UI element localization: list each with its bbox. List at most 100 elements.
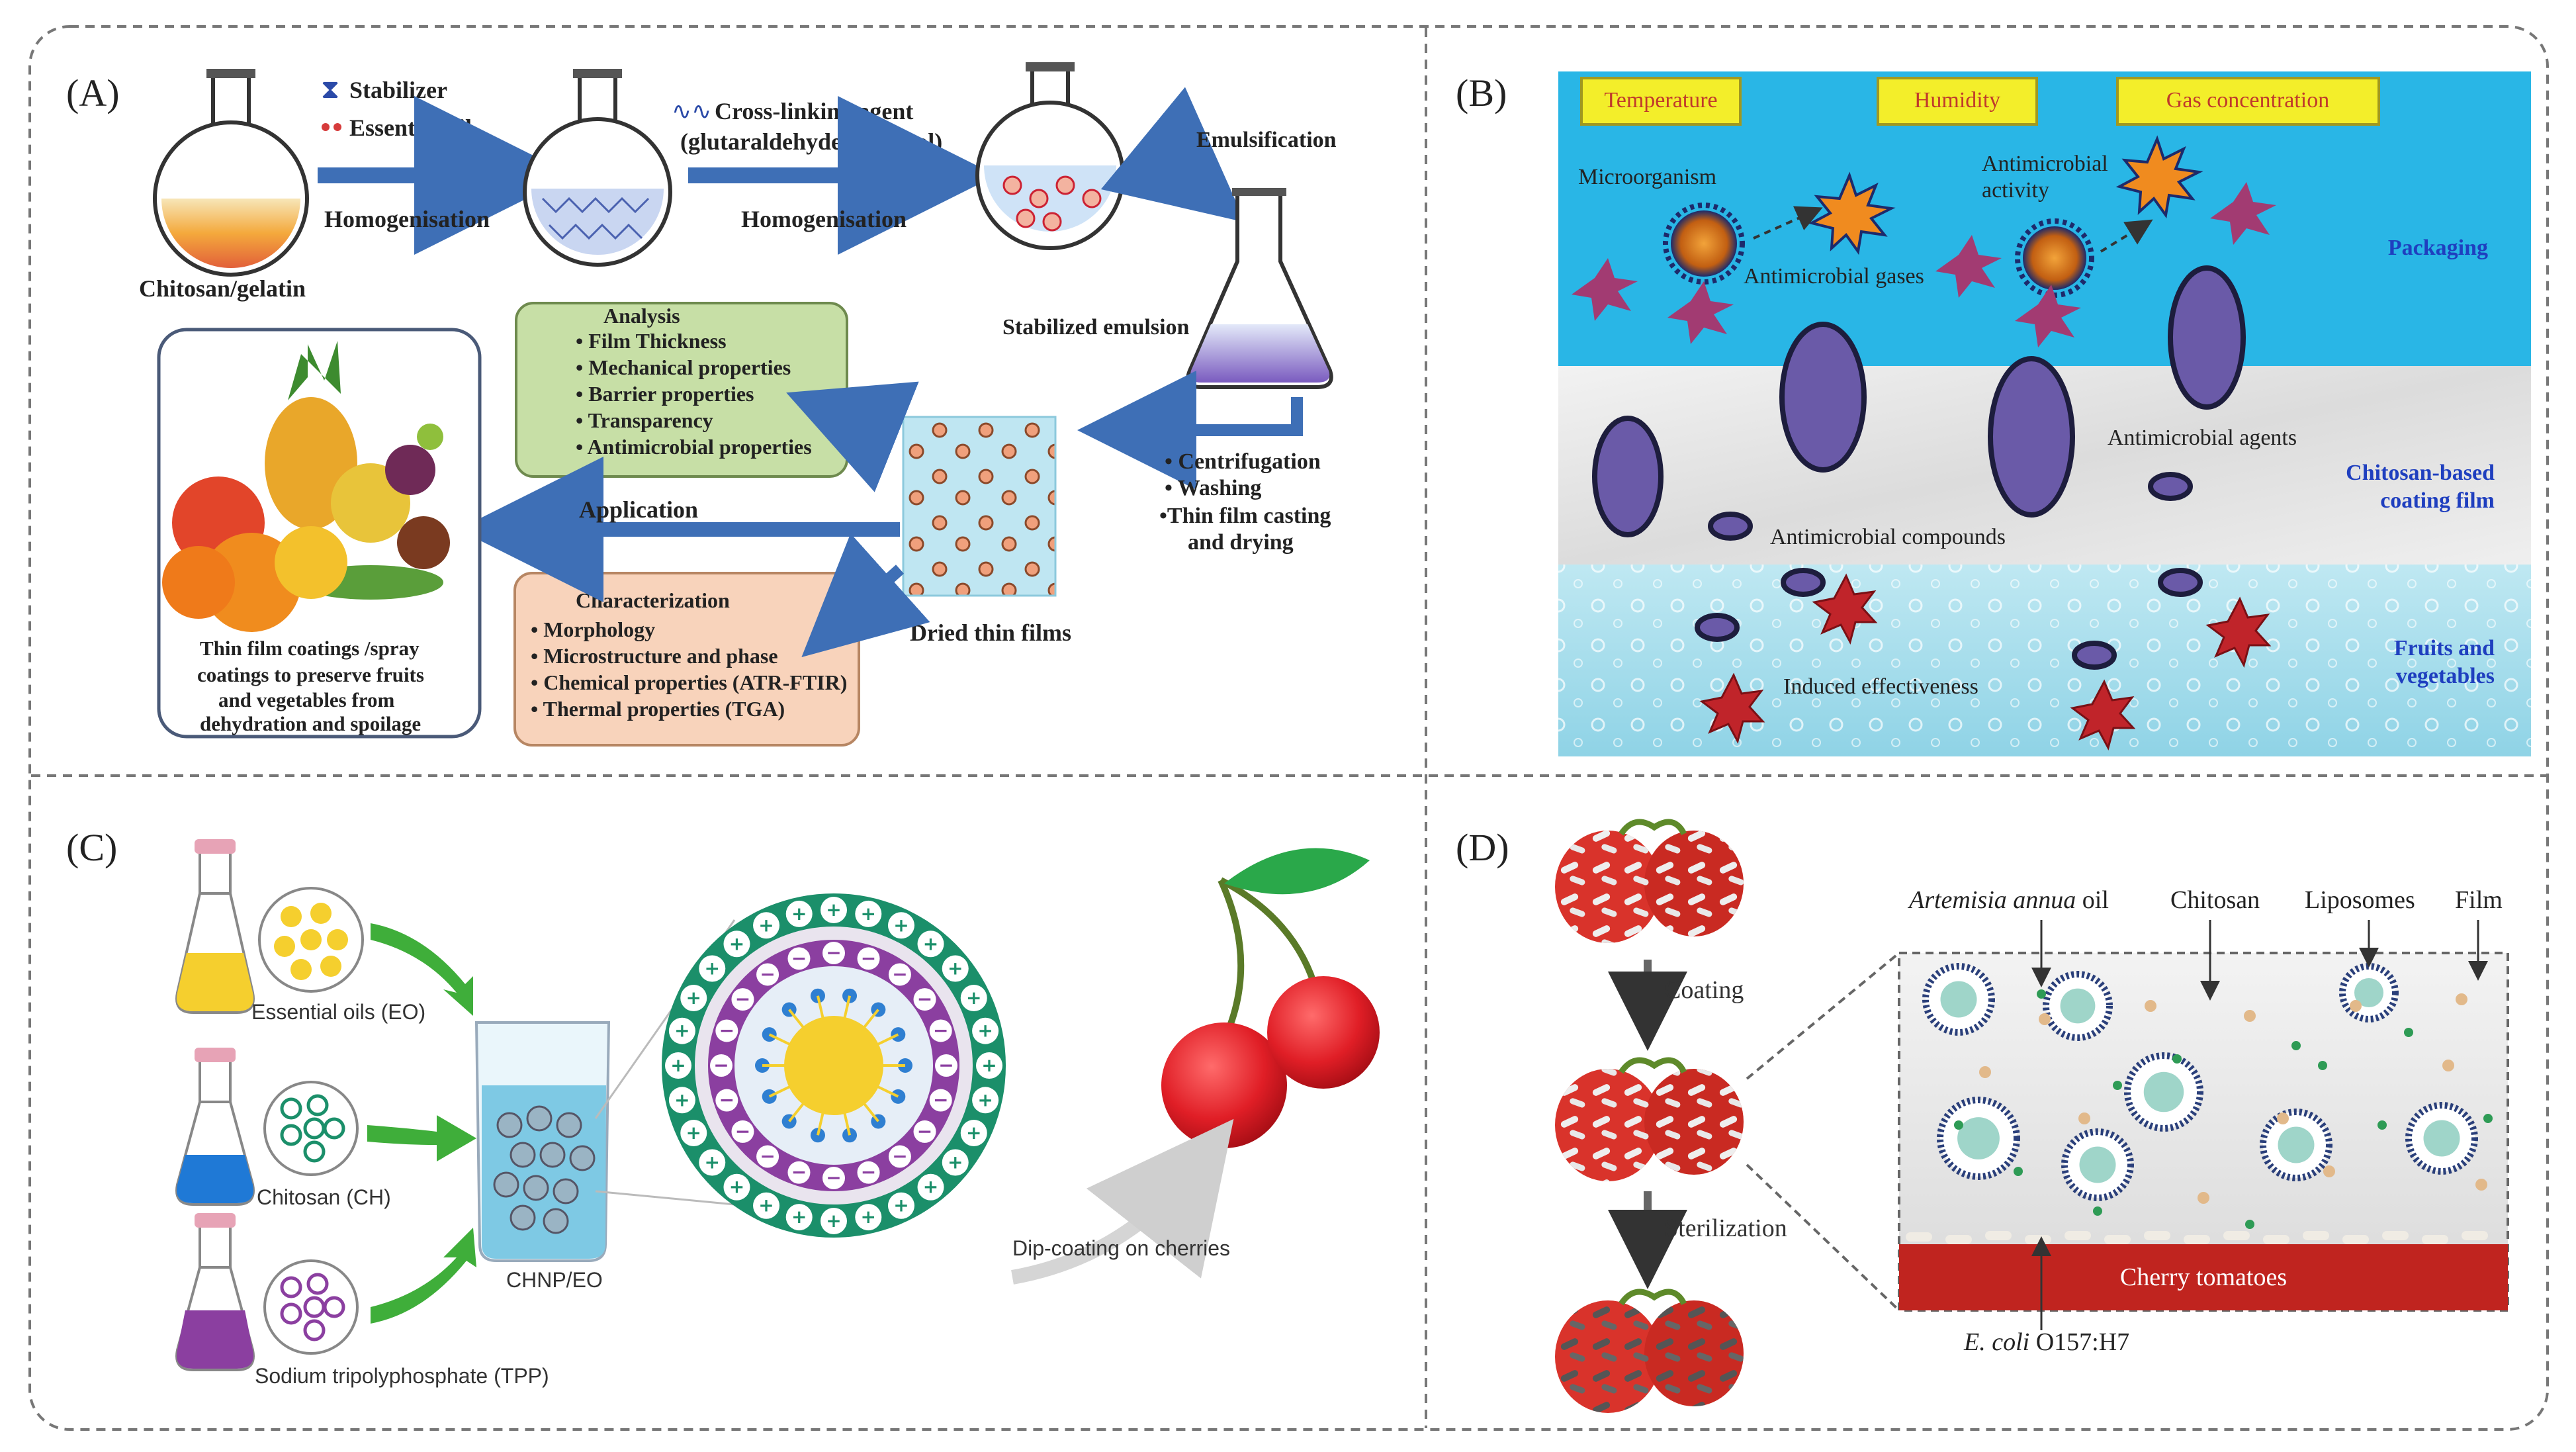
plus-charge-icon: [917, 930, 944, 958]
characterization-box: [513, 572, 860, 747]
ch-label: Chitosan (CH): [257, 1185, 391, 1209]
plus-charge-icon: [972, 1017, 999, 1044]
surfactant-tail-icon: [768, 1083, 794, 1098]
analysis-title: Analysis: [603, 304, 680, 328]
beaker-chnp: [474, 1021, 611, 1262]
cherry-tomatoes-label: Cherry tomatoes: [2120, 1263, 2287, 1291]
essential-oil-icon: [322, 123, 330, 131]
plus-charge-icon: [976, 1052, 1002, 1079]
plus-charge-icon: [942, 955, 969, 982]
crosslinker-line1: Cross-linking agent: [715, 98, 913, 124]
layer-fruits-label-1: Fruits and: [2394, 636, 2495, 660]
coating-label: Coating: [1664, 976, 1744, 1004]
minus-charge-icon: [715, 1019, 738, 1042]
x-microbes: [1572, 182, 2276, 347]
characterization-item-4: • Thermal properties (TGA): [531, 697, 785, 721]
fruit-caption-line2: coatings to preserve fruits: [197, 663, 424, 686]
stabilizer-label: Stabilizer: [349, 77, 447, 103]
layer-fruits-bubbles: [1558, 565, 2531, 756]
arrow-to-characterization: [801, 533, 930, 658]
plus-sign-icon: +: [861, 903, 876, 925]
minus-sign-icon: −: [861, 1161, 876, 1183]
liposome-core: [1957, 1117, 2000, 1159]
ecoli-label: E. coli O157:H7: [1963, 1328, 2129, 1356]
plus-charge-icon: [960, 1119, 987, 1146]
minus-charge-icon: [710, 1054, 733, 1077]
minus-charge-icon: [857, 947, 880, 970]
tag-temperature-label: Temperature: [1604, 88, 1717, 113]
artemisia-label: Artemisia annua oil: [1907, 886, 2109, 914]
dip-coating-arrow: [1011, 1118, 1234, 1285]
capsules: [1592, 265, 2246, 670]
plus-charge-icon: [668, 1087, 695, 1114]
panel-a-label: (A): [66, 71, 120, 114]
flask-chitosan: [153, 69, 309, 277]
plus-sign-icon: +: [791, 1206, 807, 1228]
fruit-caption-line4: dehydration and spoilage: [200, 712, 421, 735]
outer-frame: [28, 25, 2549, 1431]
tpp-label: Sodium tripolyphosphate (TPP): [255, 1364, 549, 1388]
tag-humidity-label: Humidity: [1914, 88, 2000, 113]
panel-b-label: (B): [1456, 71, 1507, 114]
zoom-dash-top: [1746, 952, 1900, 1080]
minus-sign-icon: −: [826, 942, 841, 964]
layer-coating-label-2: coating film: [2380, 488, 2495, 513]
plus-charge-icon: [699, 1149, 726, 1176]
minus-charge-icon: [935, 1054, 957, 1077]
liposome-core: [2278, 1126, 2315, 1163]
film-label: Film: [2455, 886, 2503, 914]
minus-charge-icon: [888, 963, 911, 986]
panel-a: (A) ⧗ Stabilizer Essential oil Chitosan/…: [66, 62, 1337, 747]
plus-sign-icon: +: [893, 1195, 909, 1216]
tomato-group-3: [1555, 1289, 1744, 1413]
minus-charge-icon: [913, 988, 936, 1011]
minus-charge-icon: [857, 1161, 880, 1184]
flask-tpp: [175, 1213, 255, 1371]
plus-charge-icon: [917, 1173, 944, 1201]
plus-charge-icon: [821, 897, 847, 923]
antimicrobial-activity-line2: activity: [1982, 178, 2049, 203]
plus-sign-icon: +: [705, 1152, 720, 1173]
plus-sign-icon: +: [686, 987, 701, 1009]
surfactant-tail-icon: [788, 1099, 807, 1122]
emulsification-label: Emulsification: [1196, 128, 1337, 152]
minus-charge-icon: [756, 1145, 779, 1168]
plus-charge-icon: [723, 930, 750, 958]
tpp-circle: [263, 1259, 359, 1355]
tag-temperature: [1580, 77, 1742, 126]
minus-sign-icon: −: [826, 1167, 841, 1189]
plus-sign-icon: +: [686, 1122, 701, 1144]
surfactant-tail-icon: [842, 995, 851, 1022]
plus-sign-icon: +: [861, 1206, 876, 1228]
plus-charge-icon: [821, 1208, 847, 1234]
fruit-illustration: [162, 341, 450, 632]
antimicrobial-gases-label: Antimicrobial gases: [1744, 264, 1924, 289]
liposome-core: [2060, 988, 2096, 1024]
liposome-core: [2079, 1146, 2116, 1183]
tag-gas-label: Gas concentration: [2166, 88, 2329, 113]
processing-step-2: • Washing: [1165, 476, 1261, 500]
plus-charge-icon: [668, 1017, 695, 1044]
homogenisation-2-label: Homogenisation: [741, 206, 907, 232]
plus-charge-icon: [723, 1173, 750, 1201]
arrow-emulsification: [1100, 87, 1245, 222]
chitosan-label: Chitosan: [2170, 886, 2260, 914]
minus-charge-icon: [822, 1167, 845, 1189]
surfactant-tail-icon: [860, 1099, 879, 1122]
panel-d-label: (D): [1456, 826, 1509, 869]
homogenisation-1-label: Homogenisation: [324, 206, 490, 232]
minus-sign-icon: −: [713, 1054, 729, 1076]
sterilization-label: Sterilization: [1664, 1214, 1787, 1242]
plus-sign-icon: +: [948, 957, 963, 979]
analysis-item-5: • Antimicrobial properties: [576, 435, 812, 459]
plus-sign-icon: +: [758, 1195, 774, 1216]
minus-sign-icon: −: [933, 1089, 948, 1111]
layer-fruits-label-2: vegetables: [2396, 664, 2495, 688]
plus-sign-icon: +: [729, 932, 744, 954]
liposome-core: [2423, 1120, 2460, 1157]
essential-oil-label: Essential oil: [349, 114, 472, 141]
minus-sign-icon: −: [861, 947, 876, 969]
panel-d: (D) Coating Sterilization: [1456, 819, 2509, 1413]
minus-sign-icon: −: [719, 1089, 734, 1111]
cherries: [1161, 848, 1380, 1148]
